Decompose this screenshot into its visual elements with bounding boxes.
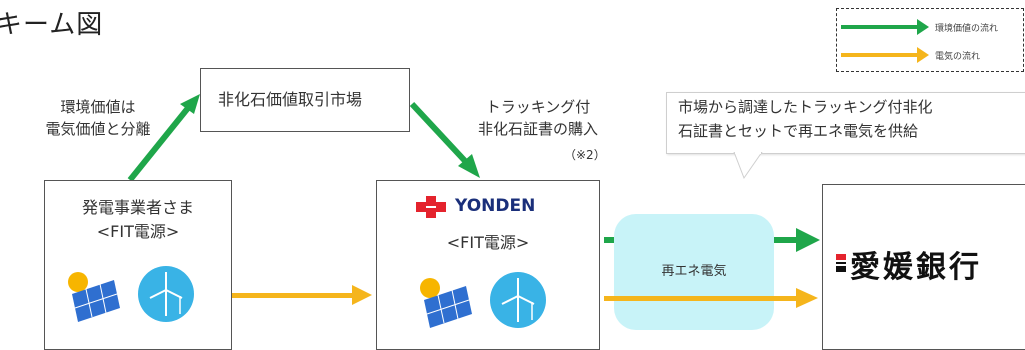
- tracking-note-ref: （※2）: [564, 148, 606, 162]
- legend-yellow-arrow: [841, 47, 929, 63]
- tracking-note: トラッキング付 非化石証書の購入: [458, 96, 618, 140]
- callout-box: [666, 92, 1025, 154]
- green-arrow-generator-to-market: [127, 94, 200, 182]
- legend-arrows: [841, 19, 929, 63]
- green-arrow-market-to-yonden: [409, 101, 480, 178]
- bank-box: [822, 184, 1025, 350]
- tracking-note-line2: 非化石証書の購入: [477, 120, 598, 138]
- renewable-power-band: [614, 214, 774, 330]
- environment-value-note-line2: 電気価値と分離: [45, 120, 151, 138]
- legend-yellow-label: 電気の流れ: [935, 52, 981, 62]
- bank-name: 愛媛銀行: [850, 250, 982, 285]
- sun-icon: [68, 272, 88, 292]
- callout-pointer: [733, 152, 763, 180]
- generator-label-line1: 発電事業者さま: [81, 198, 194, 217]
- generator-label: 発電事業者さま <FIT電源>: [44, 196, 232, 244]
- renewable-power-label: 再エネ電気: [661, 264, 727, 279]
- market-box: [200, 68, 410, 132]
- yonden-logo-text: YONDEN: [455, 196, 536, 216]
- environment-value-note: 環境価値は 電気価値と分離: [28, 96, 168, 140]
- environment-value-note-line1: 環境価値は: [60, 98, 136, 116]
- page-title: キーム図: [0, 10, 104, 40]
- yonden-fit-label: <FIT電源>: [446, 233, 530, 252]
- yonden-wind-turbine-icon: [490, 272, 546, 328]
- solar-panel-icon: [68, 272, 120, 322]
- callout-line1: 市場から調達したトラッキング付非化: [678, 98, 933, 116]
- wind-turbine-icon: [138, 266, 194, 322]
- legend-green-label: 環境価値の流れ: [935, 24, 999, 34]
- legend: 環境価値の流れ 電気の流れ: [836, 8, 1024, 72]
- callout-line2: 石証書とセットで再エネ電気を供給: [678, 122, 919, 140]
- yonden-solar-panel-icon: [420, 278, 472, 328]
- generator-label-line2: <FIT電源>: [96, 222, 180, 241]
- legend-green-arrow: [841, 19, 929, 35]
- yellow-arrow-generator-to-yonden: [232, 285, 372, 305]
- bank-logo-mark-icon: [836, 254, 846, 272]
- yonden-sun-icon: [420, 278, 440, 298]
- yonden-box: [376, 180, 600, 350]
- callout-text: 市場から調達したトラッキング付非化 石証書とセットで再エネ電気を供給: [678, 95, 1018, 143]
- tracking-note-line1: トラッキング付: [485, 98, 591, 116]
- market-label: 非化石価値取引市場: [218, 90, 363, 109]
- yonden-logo-icon: [416, 196, 446, 218]
